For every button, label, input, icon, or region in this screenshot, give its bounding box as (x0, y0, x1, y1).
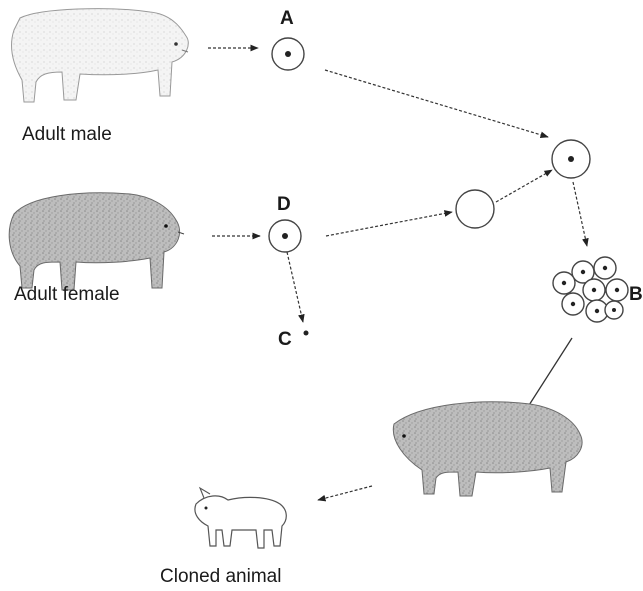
label-B: B (629, 284, 643, 305)
cloned-animal-label: Cloned animal (160, 566, 281, 587)
adult-male-label: Adult male (22, 124, 112, 145)
cell-A (272, 38, 304, 70)
adult-male-pig (12, 9, 189, 102)
arrow-surrogate-to-clone (318, 486, 372, 500)
cell-D (269, 220, 301, 252)
surrogate-mother-pig (393, 402, 582, 496)
arrow-enucleated-to-fused (496, 170, 552, 202)
fused-cell (552, 140, 590, 178)
label-C: C (278, 329, 292, 350)
cloned-piglet (195, 488, 286, 548)
extracted-nucleus (304, 331, 309, 336)
arrow-fused-to-embryo (573, 182, 587, 246)
adult-female-label: Adult female (14, 284, 120, 305)
arrow-D-to-C (287, 252, 303, 322)
arrow-A-to-fused (325, 70, 548, 137)
enucleated-egg-cell (456, 190, 494, 228)
adult-female-pig (9, 193, 184, 290)
arrow-D-to-enucleated (326, 212, 452, 236)
label-A: A (280, 8, 294, 29)
label-D: D (277, 194, 291, 215)
embryo-B (553, 257, 628, 322)
